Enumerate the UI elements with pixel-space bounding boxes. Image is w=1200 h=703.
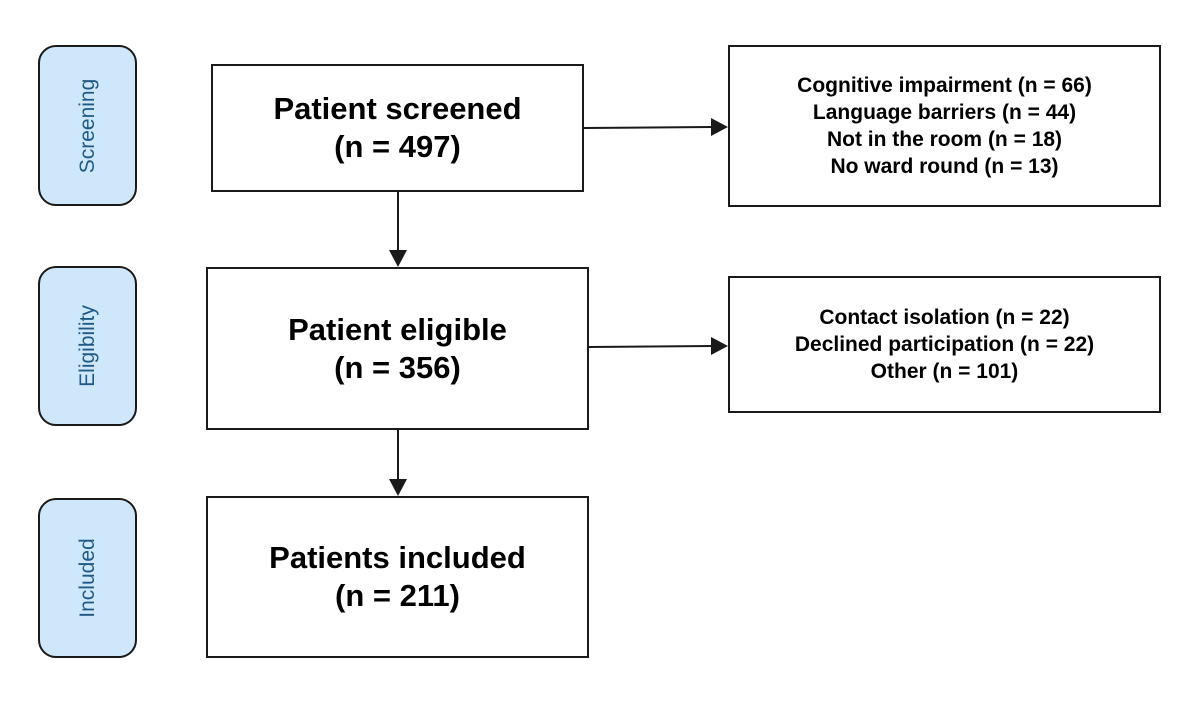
box-patient-eligible: Patient eligible (n = 356) — [206, 267, 589, 430]
box-eligibility-exclusions: Contact isolation (n = 22) Declined part… — [728, 276, 1161, 413]
stage-tab-screening: Screening — [38, 45, 137, 206]
exclusion-item: Other (n = 101) — [870, 360, 1019, 383]
screened-title: Patient screened — [273, 91, 522, 126]
arrow-eligible-to-exclusions — [588, 345, 713, 348]
stage-tab-eligibility: Eligibility — [38, 266, 137, 426]
stage-tab-included: Included — [38, 498, 137, 658]
included-title: Patients included — [269, 540, 526, 575]
exclusion-item: Cognitive impairment (n = 66) — [797, 74, 1092, 97]
exclusion-item: Contact isolation (n = 22) — [819, 306, 1070, 329]
eligible-count: (n = 356) — [334, 349, 461, 385]
exclusion-item: Not in the room (n = 18) — [826, 128, 1063, 151]
screened-count: (n = 497) — [334, 129, 461, 164]
eligible-title: Patient eligible — [288, 311, 507, 347]
box-screening-exclusions: Cognitive impairment (n = 66) Language b… — [728, 45, 1161, 207]
exclusion-item: No ward round (n = 13) — [830, 155, 1059, 178]
box-patient-screened: Patient screened (n = 497) — [211, 64, 584, 192]
arrow-screened-to-exclusions — [583, 126, 713, 129]
included-count: (n = 211) — [335, 578, 460, 613]
box-patients-included: Patients included (n = 211) — [206, 496, 589, 658]
exclusion-item: Language barriers (n = 44) — [812, 101, 1077, 124]
exclusion-item: Declined participation (n = 22) — [794, 333, 1095, 356]
